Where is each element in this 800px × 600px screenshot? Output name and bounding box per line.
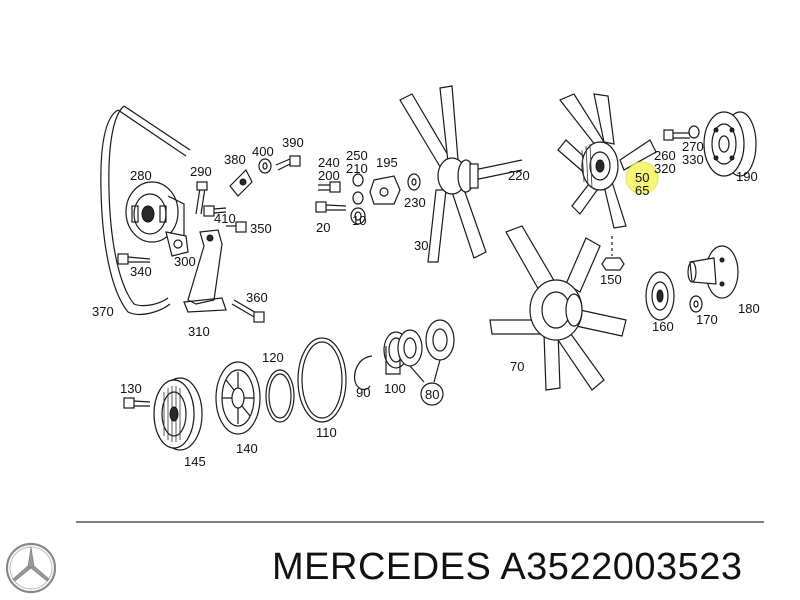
bolt-390	[275, 155, 301, 171]
washer-250-210	[352, 173, 364, 205]
label-180: 180	[738, 301, 760, 316]
tensioner-arm	[183, 229, 227, 313]
label-30: 30	[414, 238, 428, 253]
bearing-80	[397, 319, 455, 406]
label-170: 170	[696, 312, 718, 327]
label-300: 300	[174, 254, 196, 269]
label-190: 190	[736, 169, 758, 184]
label-130: 130	[120, 381, 142, 396]
rod-360	[231, 299, 265, 323]
circlip-90	[353, 355, 373, 391]
label-360: 360	[246, 290, 268, 305]
fan-70	[489, 225, 627, 391]
bracket-300	[165, 231, 189, 257]
label-250: 250	[346, 148, 368, 163]
label-110: 110	[316, 425, 337, 440]
spacer-230	[407, 173, 421, 191]
pulley-140	[215, 361, 261, 435]
hub-180	[687, 245, 739, 299]
gasket-110	[297, 337, 347, 423]
fan-30	[399, 85, 523, 263]
label-120: 120	[262, 350, 284, 365]
pulley-190	[703, 111, 757, 177]
damper-145	[153, 377, 203, 451]
fan-50	[557, 93, 657, 229]
label-280: 280	[130, 168, 152, 183]
label-90: 90	[356, 385, 370, 400]
label-70: 70	[510, 359, 524, 374]
label-80: 80	[425, 387, 439, 402]
callout-50-highlight	[625, 161, 659, 195]
drive-belt	[100, 105, 191, 316]
label-145: 145	[184, 454, 206, 469]
bolt-130	[123, 397, 151, 409]
label-220: 220	[508, 168, 530, 183]
label-330: 330	[682, 152, 704, 167]
label-50: 50	[635, 170, 649, 185]
label-410: 410	[214, 211, 236, 226]
part-number-title: MERCEDES A3522003523	[272, 546, 743, 588]
label-20: 20	[316, 220, 330, 235]
seal-160	[645, 271, 675, 321]
label-340: 340	[130, 264, 152, 279]
label-350: 350	[250, 221, 272, 236]
label-140: 140	[236, 441, 258, 456]
label-240: 240	[318, 155, 340, 170]
label-100: 100	[384, 381, 406, 396]
label-290: 290	[190, 164, 212, 179]
bolt-240	[318, 181, 341, 193]
label-370: 370	[92, 304, 114, 319]
bolt-290	[195, 181, 208, 215]
washer-170	[689, 295, 703, 313]
bolt-340	[117, 253, 151, 265]
bolt-260	[663, 129, 690, 141]
label-400: 400	[252, 144, 274, 159]
ring-120	[265, 369, 295, 423]
washer-400	[258, 158, 272, 174]
label-10: 10	[352, 213, 366, 228]
label-310: 310	[188, 324, 210, 339]
highlight-circle	[625, 161, 659, 195]
label-270: 270	[682, 139, 704, 154]
clip-380	[229, 168, 253, 197]
washer-270	[688, 125, 700, 139]
label-260: 260	[654, 148, 676, 163]
label-320: 320	[654, 161, 676, 176]
tensioner-pulley	[125, 181, 185, 247]
mercedes-star-icon	[5, 542, 57, 594]
label-380: 380	[224, 152, 246, 167]
label-230: 230	[404, 195, 426, 210]
bolt-20	[315, 201, 347, 213]
bolt-410	[203, 205, 227, 217]
nut-350	[226, 221, 247, 233]
nut-150	[601, 236, 625, 271]
label-195: 195	[376, 155, 398, 170]
label-160: 160	[652, 319, 674, 334]
label-390: 390	[282, 135, 304, 150]
label-65: 65	[635, 183, 649, 198]
label-150: 150	[600, 272, 622, 287]
ring-10	[350, 207, 366, 225]
label-210: 210	[346, 161, 368, 176]
coupling-195	[369, 175, 401, 205]
label-200: 200	[318, 168, 340, 183]
